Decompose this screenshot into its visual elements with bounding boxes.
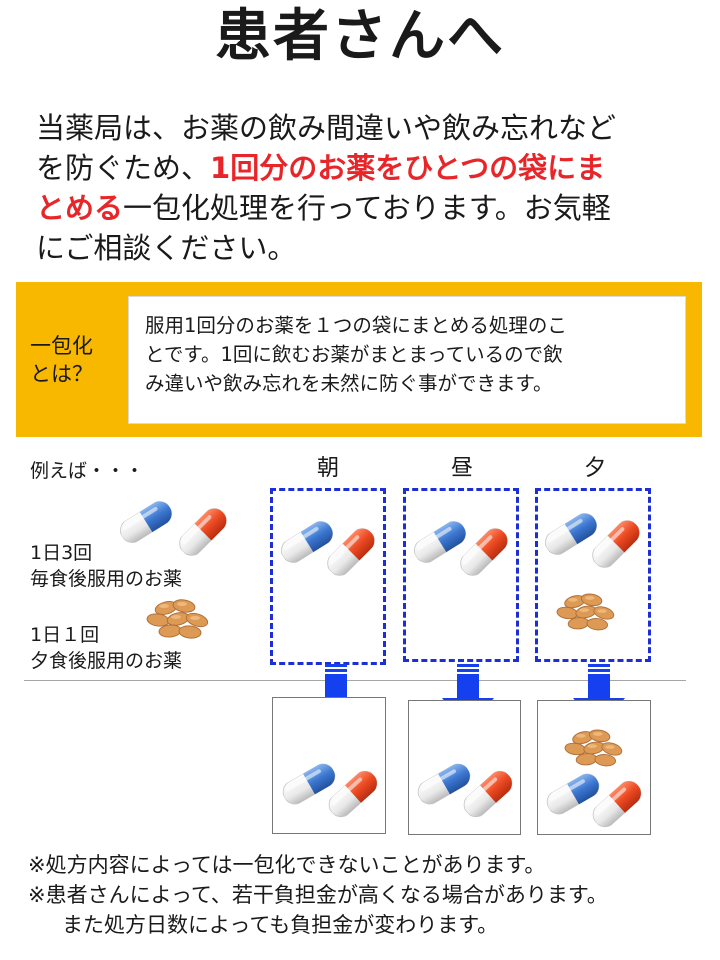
definition-text-line-2: とです。1回に飲むお薬がまとまっているので飲 bbox=[145, 343, 563, 366]
definition-label: 一包化 とは？ bbox=[30, 332, 120, 388]
intro-line-1: 当薬局は、お薬の飲み間違いや飲み忘れなど bbox=[36, 111, 617, 145]
definition-text-line-3: み違いや飲み忘れを未然に防ぐ事ができます。 bbox=[145, 372, 553, 395]
noon-dose-box bbox=[403, 488, 519, 662]
definition-text-box bbox=[128, 296, 686, 424]
morning-dose-box bbox=[270, 488, 386, 665]
medicine-1-timing: 毎食後服用のお薬 bbox=[30, 568, 183, 590]
medicine-1-label: 1日3回 毎食後服用のお薬 bbox=[30, 540, 182, 592]
column-morning: 朝 bbox=[316, 456, 339, 481]
intro-line-2: を防ぐため、1回分のお薬をひとつの袋にま bbox=[36, 148, 686, 188]
intro-line-3: とめる一包化処理を行っております。お気軽 bbox=[36, 188, 686, 228]
definition-label-line-2: とは？ bbox=[30, 362, 93, 386]
notes: ※処方内容によっては一包化できないことがあります。 ※患者さんによって、若干負担… bbox=[28, 850, 608, 940]
intro-paragraph: 当薬局は、お薬の飲み間違いや飲み忘れなど を防ぐため、1回分のお薬をひとつの袋に… bbox=[36, 108, 686, 268]
orange-tablets-icon bbox=[556, 592, 616, 632]
intro-line-2-emphasis: 1回分のお薬をひとつの袋にま bbox=[210, 151, 606, 185]
page-title: 患者さんへ bbox=[215, 4, 505, 69]
red-capsule-icon bbox=[175, 504, 232, 561]
definition-label-line-1: 一包化 bbox=[30, 334, 93, 358]
note-2: ※患者さんによって、若干負担金が高くなる場合があります。 bbox=[28, 883, 608, 907]
intro-line-4: にご相談ください。 bbox=[36, 231, 297, 265]
intro-line-3-emphasis: とめる bbox=[36, 191, 124, 225]
column-evening: 夕 bbox=[583, 456, 606, 481]
orange-tablets-icon bbox=[564, 728, 624, 768]
note-3: また処方日数によっても負担金が変わります。 bbox=[62, 913, 499, 937]
divider bbox=[24, 680, 686, 681]
note-1: ※処方内容によっては一包化できないことがあります。 bbox=[28, 853, 546, 877]
medicine-2-timing: 夕食後服用のお薬 bbox=[30, 650, 183, 672]
medicine-1-frequency: 1日3回 bbox=[30, 542, 93, 564]
medicine-2-label: 1日１回 夕食後服用のお薬 bbox=[30, 622, 182, 674]
intro-line-2-plain: を防ぐため、 bbox=[36, 151, 211, 185]
medicine-2-frequency: 1日１回 bbox=[30, 624, 100, 646]
definition-text: 服用1回分のお薬を１つの袋にまとめる処理のこ とです。1回に飲むお薬がまとまって… bbox=[145, 311, 675, 398]
definition-text-line-1: 服用1回分のお薬を１つの袋にまとめる処理のこ bbox=[145, 314, 567, 337]
example-lead: 例えば・・・ bbox=[30, 460, 145, 482]
column-noon: 昼 bbox=[450, 456, 473, 481]
evening-dose-box bbox=[535, 488, 651, 662]
intro-line-3-plain: 一包化処理を行っております。お気軽 bbox=[123, 191, 611, 225]
